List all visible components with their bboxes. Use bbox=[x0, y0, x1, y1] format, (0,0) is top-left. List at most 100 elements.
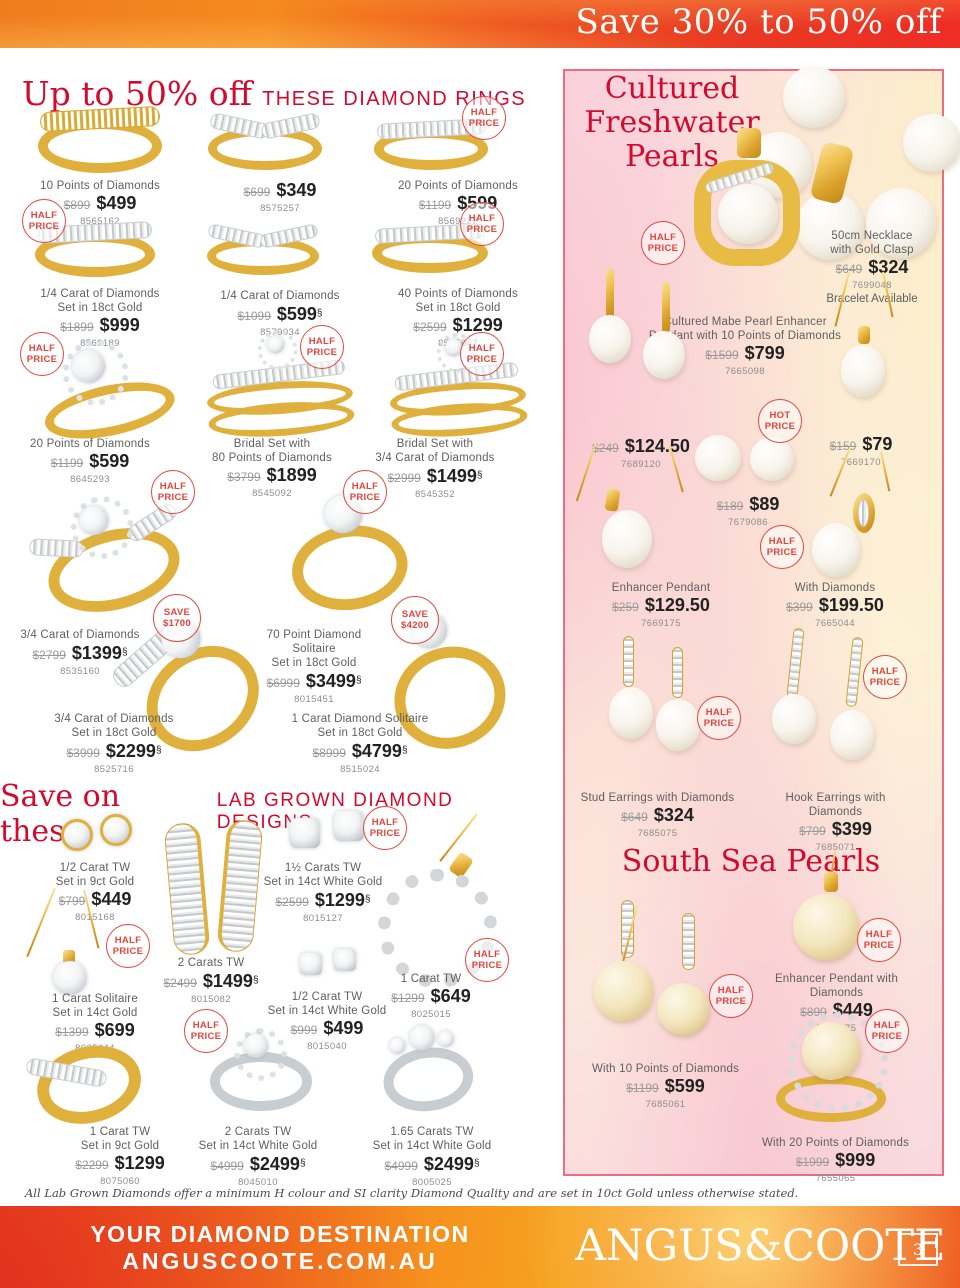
lab-grown-disclaimer: All Lab Grown Diamonds offer a minimum H… bbox=[25, 1186, 799, 1200]
half-price-badge: HALF PRICE bbox=[363, 806, 407, 850]
necklace-icon bbox=[688, 66, 960, 306]
product-code: 8579034 bbox=[260, 327, 300, 338]
half-price-badge: HALF PRICE bbox=[300, 325, 344, 369]
product-name: Stud Earrings with Diamonds bbox=[580, 792, 735, 804]
product-name: Hook Earrings with Diamonds bbox=[785, 792, 886, 818]
price-superscript: § bbox=[476, 470, 483, 481]
price-superscript: § bbox=[155, 745, 162, 756]
product-price-now: $4799 bbox=[351, 741, 402, 761]
product-price: $2299$1299 bbox=[50, 1154, 190, 1175]
decor bbox=[286, 518, 413, 618]
product-price-now: $499 bbox=[323, 1018, 364, 1038]
save-badge: SAVE $4200 bbox=[391, 596, 439, 644]
product-name: 10 Points of Diamonds bbox=[40, 180, 160, 192]
product-price-now: $599 bbox=[89, 451, 130, 471]
product-name: Set in 18ct Gold bbox=[415, 302, 501, 314]
half-price-badge: HALF PRICE bbox=[462, 96, 506, 140]
studs-round-icon bbox=[60, 810, 132, 858]
product-card: 1/4 Carat of Diamonds$1099$599§8579034 bbox=[210, 289, 350, 339]
chain-line bbox=[668, 443, 685, 493]
half-price-badge: HALF PRICE bbox=[760, 525, 804, 569]
price-superscript: § bbox=[473, 1158, 480, 1169]
half-price-badge: HALF PRICE bbox=[465, 938, 509, 982]
product-price-was: $159 bbox=[829, 439, 857, 453]
product-price-was: $699 bbox=[243, 185, 271, 199]
pearl bbox=[718, 184, 778, 244]
band-v-icon bbox=[206, 112, 324, 172]
pearl bbox=[841, 344, 886, 397]
footer-band: YOUR DIAMOND DESTINATION ANGUSCOOTE.COM.… bbox=[0, 1206, 960, 1288]
product-price-was: $189 bbox=[716, 499, 744, 513]
product-name: Set in 9ct Gold bbox=[80, 1140, 160, 1152]
product-price-was: $1199 bbox=[418, 198, 452, 212]
diamond-gem bbox=[289, 818, 320, 848]
half-price-badge: HALF PRICE bbox=[697, 696, 741, 740]
product-price-was: $1999 bbox=[795, 1155, 830, 1169]
product-price-was: $2499 bbox=[163, 976, 197, 990]
pearl bbox=[695, 435, 741, 482]
product-name: Set in 14ct White Gold bbox=[372, 1140, 492, 1152]
golden-pend-icon bbox=[788, 849, 870, 970]
product-name: Set in 18ct Gold bbox=[57, 302, 143, 314]
diamond-gem bbox=[300, 953, 323, 976]
chain-line bbox=[881, 271, 894, 318]
product-name: 2 Carats TW bbox=[224, 1126, 292, 1138]
diamond-strip bbox=[857, 498, 869, 527]
band-w-icon bbox=[372, 118, 490, 172]
diamond-gem bbox=[243, 1034, 268, 1059]
pearl-studs-icon bbox=[695, 432, 797, 484]
pearl bbox=[802, 1022, 861, 1081]
product-price-was: $1599 bbox=[705, 348, 739, 362]
product-price-was: $799 bbox=[58, 894, 86, 908]
product-price: $649$324 bbox=[802, 258, 942, 279]
product-name: Bridal Set with bbox=[396, 438, 474, 450]
product-name: Set in 14ct White Gold bbox=[198, 1140, 318, 1152]
product-code: 8025015 bbox=[411, 1009, 451, 1020]
product-name: 1.65 Carats TW bbox=[390, 1126, 474, 1138]
product-price: $1599$799 bbox=[590, 344, 900, 365]
product-price-was: $3799 bbox=[227, 470, 261, 484]
product-price-now: $1499 bbox=[426, 466, 477, 486]
product-price-now: $999 bbox=[99, 315, 140, 335]
product-name: Set in 9ct Gold bbox=[55, 876, 135, 888]
product-price: $399$199.50 bbox=[765, 596, 905, 617]
earring-hook bbox=[682, 912, 696, 971]
product-code: 7665098 bbox=[725, 366, 765, 377]
product-code: 7679086 bbox=[728, 517, 768, 528]
diamond-gem bbox=[388, 1036, 407, 1055]
product-code: 8525716 bbox=[94, 764, 134, 775]
product-code: 7685061 bbox=[645, 1099, 686, 1110]
product-price-now: $1299 bbox=[114, 1153, 165, 1173]
pearl bbox=[750, 437, 795, 482]
band-w-icon bbox=[370, 223, 490, 275]
product-price-was: $899 bbox=[63, 198, 91, 212]
product-price-now: $1299 bbox=[452, 315, 503, 335]
band-g-icon bbox=[35, 106, 165, 176]
product-name: 3/4 Carat of Diamonds bbox=[20, 629, 140, 641]
product-name: Enhancer Pendant bbox=[611, 582, 711, 594]
product-code: 7689120 bbox=[621, 459, 661, 470]
half-price-badge: HALF PRICE bbox=[857, 918, 901, 962]
product-price-now: $649 bbox=[430, 986, 471, 1006]
pearl bbox=[657, 983, 710, 1036]
halo bbox=[234, 1028, 288, 1081]
product-price: $1099$599§ bbox=[210, 304, 350, 326]
product-name: 2 Carats TW bbox=[177, 957, 245, 969]
product-name: With Diamonds bbox=[794, 582, 876, 594]
pearl bbox=[796, 192, 864, 260]
product-price: $699$349 bbox=[208, 181, 352, 202]
product-name: 1/2 Carat TW bbox=[291, 991, 363, 1003]
product-price-now: $399 bbox=[831, 819, 872, 839]
product-code: 8005025 bbox=[412, 1177, 452, 1188]
product-price-now: $324 bbox=[653, 805, 694, 825]
product-price: $6999$3499§ bbox=[244, 671, 384, 693]
product-name: Set in 14ct White Gold bbox=[267, 1005, 387, 1017]
product-name: With 10 Points of Diamonds bbox=[591, 1063, 740, 1075]
band-w-icon bbox=[33, 221, 157, 279]
product-price-now: $599 bbox=[276, 304, 317, 324]
pendant-bail bbox=[858, 325, 871, 344]
